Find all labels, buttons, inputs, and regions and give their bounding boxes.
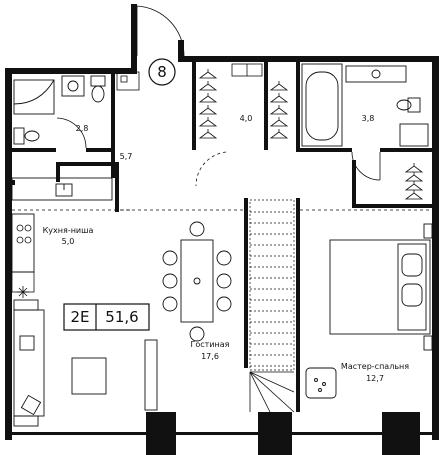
area-living: 17,6 xyxy=(201,352,219,361)
stairs-icon xyxy=(249,199,295,371)
toilet-icon xyxy=(90,75,106,103)
coffee-table xyxy=(71,357,107,395)
interior-walls xyxy=(12,62,432,412)
sink-icon xyxy=(345,65,407,83)
toilet-icon xyxy=(396,97,421,113)
area-bath-small: 2,8 xyxy=(76,124,89,133)
hanger-icon xyxy=(198,69,218,139)
room-labels: 2,8 4,0 3,8 5,7 Кухня-ниша 5,0 Гостиная … xyxy=(43,114,410,383)
area-master: 12,7 xyxy=(366,374,384,383)
apartment-area: 51,6 xyxy=(105,308,138,326)
chair-icon xyxy=(162,221,232,342)
wardrobe-shelf xyxy=(231,63,263,77)
bathtub-icon xyxy=(301,63,343,147)
shower-icon xyxy=(13,79,55,115)
walls xyxy=(5,4,439,455)
area-wardrobe: 4,0 xyxy=(240,114,253,123)
washer xyxy=(399,123,429,147)
name-master: Мастер-спальня xyxy=(341,362,409,371)
table-icon xyxy=(180,239,214,323)
hanger-icon xyxy=(198,129,218,139)
door-icon xyxy=(56,5,381,187)
hanger-icon xyxy=(404,172,424,182)
sink-icon xyxy=(61,75,85,97)
armchair xyxy=(305,367,337,399)
area-hall: 5,7 xyxy=(120,152,133,161)
hanger-icon xyxy=(198,81,218,91)
bed-icon xyxy=(329,223,433,351)
compass-marker-icon: 8 xyxy=(148,58,176,86)
area-bathroom: 3,8 xyxy=(362,114,375,123)
toilet-icon xyxy=(13,127,40,145)
hall-cabinet xyxy=(116,71,140,91)
hanger-icon xyxy=(198,93,218,103)
hanger-icon xyxy=(404,190,424,200)
name-living: Гостиная xyxy=(191,340,230,349)
stairs-icon xyxy=(249,371,295,413)
hanger-icon xyxy=(269,81,289,139)
hanger-icon xyxy=(198,69,218,79)
marker-label: 8 xyxy=(157,63,167,81)
hanger-icon xyxy=(404,163,424,173)
tv-unit xyxy=(144,339,158,411)
hanger-icon xyxy=(269,117,289,127)
hanger-icon xyxy=(269,81,289,91)
sofa-icon xyxy=(13,299,45,427)
hanger-icon xyxy=(198,117,218,127)
name-kitchen: Кухня-ниша xyxy=(43,226,94,235)
hanger-icon xyxy=(404,163,424,200)
hanger-icon xyxy=(269,93,289,103)
snowflake-icon xyxy=(17,286,29,298)
hanger-icon xyxy=(269,129,289,139)
apartment-type: 2E xyxy=(70,308,89,326)
apartment-badge: 2E 51,6 xyxy=(63,303,150,331)
area-kitchen: 5,0 xyxy=(62,237,75,246)
hanger-icon xyxy=(269,105,289,115)
stairs-outline xyxy=(249,199,295,371)
hanger-icon xyxy=(198,105,218,115)
stove-icon xyxy=(16,224,32,244)
hanger-icon xyxy=(404,181,424,191)
